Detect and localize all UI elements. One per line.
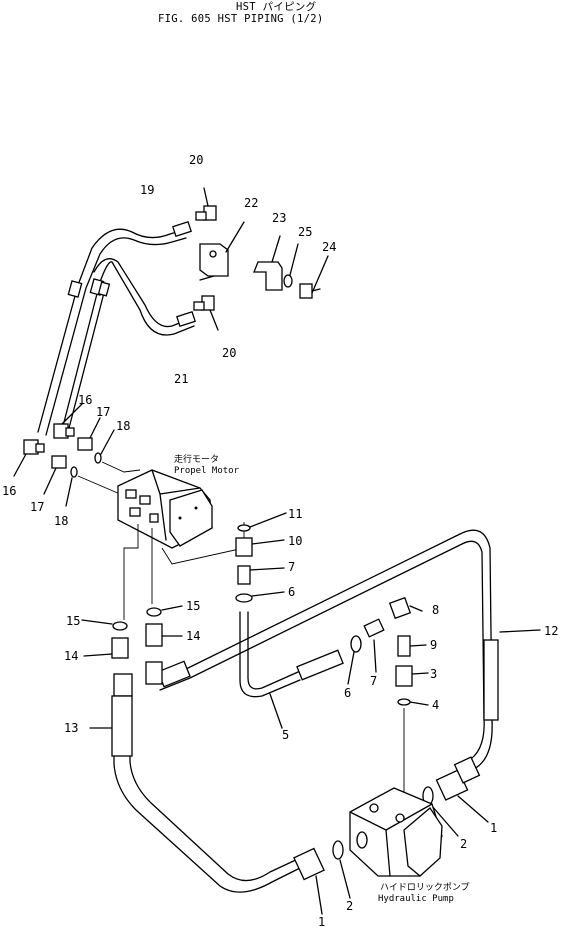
callout-5: 5 (282, 728, 289, 742)
callout-25: 25 (298, 225, 312, 239)
callout-17-right: 17 (96, 405, 110, 419)
elbow-fitting-20-top (195, 187, 217, 221)
callout-8: 8 (432, 603, 439, 617)
leader-18-right-to-motor (101, 461, 141, 473)
adapter-14-right (145, 623, 183, 647)
callout-2-bottom: 2 (346, 899, 353, 913)
propel-motor-en-label: Propel Motor (174, 466, 240, 476)
callout-4: 4 (432, 698, 439, 712)
callout-7-right: 7 (370, 674, 377, 688)
callout-14-left: 14 (64, 649, 78, 663)
leader-motor-to-oring-15-left (123, 524, 139, 620)
callout-13: 13 (64, 721, 78, 735)
elbow-8 (388, 596, 423, 620)
propel-motor-jp-label: 走行モータ (174, 453, 219, 465)
callout-7-top: 7 (288, 560, 295, 574)
callout-16-left: 16 (2, 484, 16, 498)
upper-hose-21 (61, 258, 196, 433)
upper-hose-19 (37, 220, 192, 436)
oring-15-left (81, 619, 128, 631)
leader-18-left-to-motor (77, 475, 121, 495)
oring-2-bottom (332, 840, 351, 899)
elbow-fitting-16-left (13, 439, 45, 477)
callout-15-right: 15 (186, 599, 200, 613)
callout-3: 3 (430, 667, 437, 681)
header-jp-title: HST パイピング (236, 0, 317, 13)
callout-1-bottom: 1 (318, 915, 325, 929)
callout-10: 10 (288, 534, 302, 548)
callout-9: 9 (430, 638, 437, 652)
hose-12 (149, 529, 541, 771)
nipple-7-right (363, 618, 385, 673)
callout-20-top: 20 (189, 153, 203, 167)
callout-labels: 20 19 22 23 25 24 20 21 16 17 18 16 17 1… (2, 153, 558, 929)
figure-header: HST パイピング FIG. 605 HST PIPING (1/2) (158, 0, 324, 25)
hose-12-end-fitting (453, 756, 481, 784)
elbow-fitting-20-bottom (193, 295, 219, 331)
callout-19: 19 (140, 183, 154, 197)
oring-15-right (146, 605, 183, 617)
callout-24: 24 (322, 240, 336, 254)
callout-18-left: 18 (54, 514, 68, 528)
oring-11 (237, 512, 287, 532)
adapter-17-left (43, 455, 67, 495)
header-fig-title: FIG. 605 HST PIPING (1/2) (158, 13, 324, 25)
callout-23: 23 (272, 211, 286, 225)
oring-18-right (94, 429, 115, 464)
callout-11: 11 (288, 507, 302, 521)
adapter-14-left (83, 637, 129, 659)
leader-motor-to-fitting-10 (161, 522, 245, 565)
nut-10 (235, 537, 285, 557)
clamp-6-top (235, 591, 285, 603)
hydraulic-pump (349, 787, 443, 877)
fitting-1-bottom (293, 847, 325, 915)
bracket-23 (253, 235, 283, 291)
nipple-9 (397, 635, 427, 657)
hydraulic-pump-jp-label: ハイドロリックポンプ (380, 882, 470, 893)
bolt-24 (299, 255, 329, 299)
callout-14-right: 14 (186, 629, 200, 643)
nipple-7-top (237, 565, 285, 585)
callout-15-left: 15 (66, 614, 80, 628)
callout-12: 12 (544, 624, 558, 638)
hose-5 (239, 611, 344, 729)
callout-21: 21 (174, 372, 188, 386)
oring-18-left (65, 466, 78, 507)
washer-25 (283, 243, 299, 288)
callout-6-top: 6 (288, 585, 295, 599)
hose-end-fittings-upper-left (67, 278, 111, 298)
callout-20-bottom: 20 (222, 346, 236, 360)
adapter-17-right (77, 417, 101, 451)
elbow-fitting-16-right (53, 403, 83, 439)
hose-13 (89, 661, 305, 893)
callout-18-right: 18 (116, 419, 130, 433)
callout-16-right: 16 (78, 393, 92, 407)
callout-6-right: 6 (344, 686, 351, 700)
callout-22: 22 (244, 196, 258, 210)
fitting-3 (395, 665, 429, 687)
callout-17-left: 17 (30, 500, 44, 514)
clamp-6-right (347, 635, 362, 685)
propel-motor (117, 469, 213, 549)
callout-2-right: 2 (460, 837, 467, 851)
hydraulic-pump-en-label: Hydraulic Pump (378, 894, 454, 904)
oring-4 (397, 698, 429, 706)
clamp-22 (199, 221, 245, 281)
callout-1-right: 1 (490, 821, 497, 835)
